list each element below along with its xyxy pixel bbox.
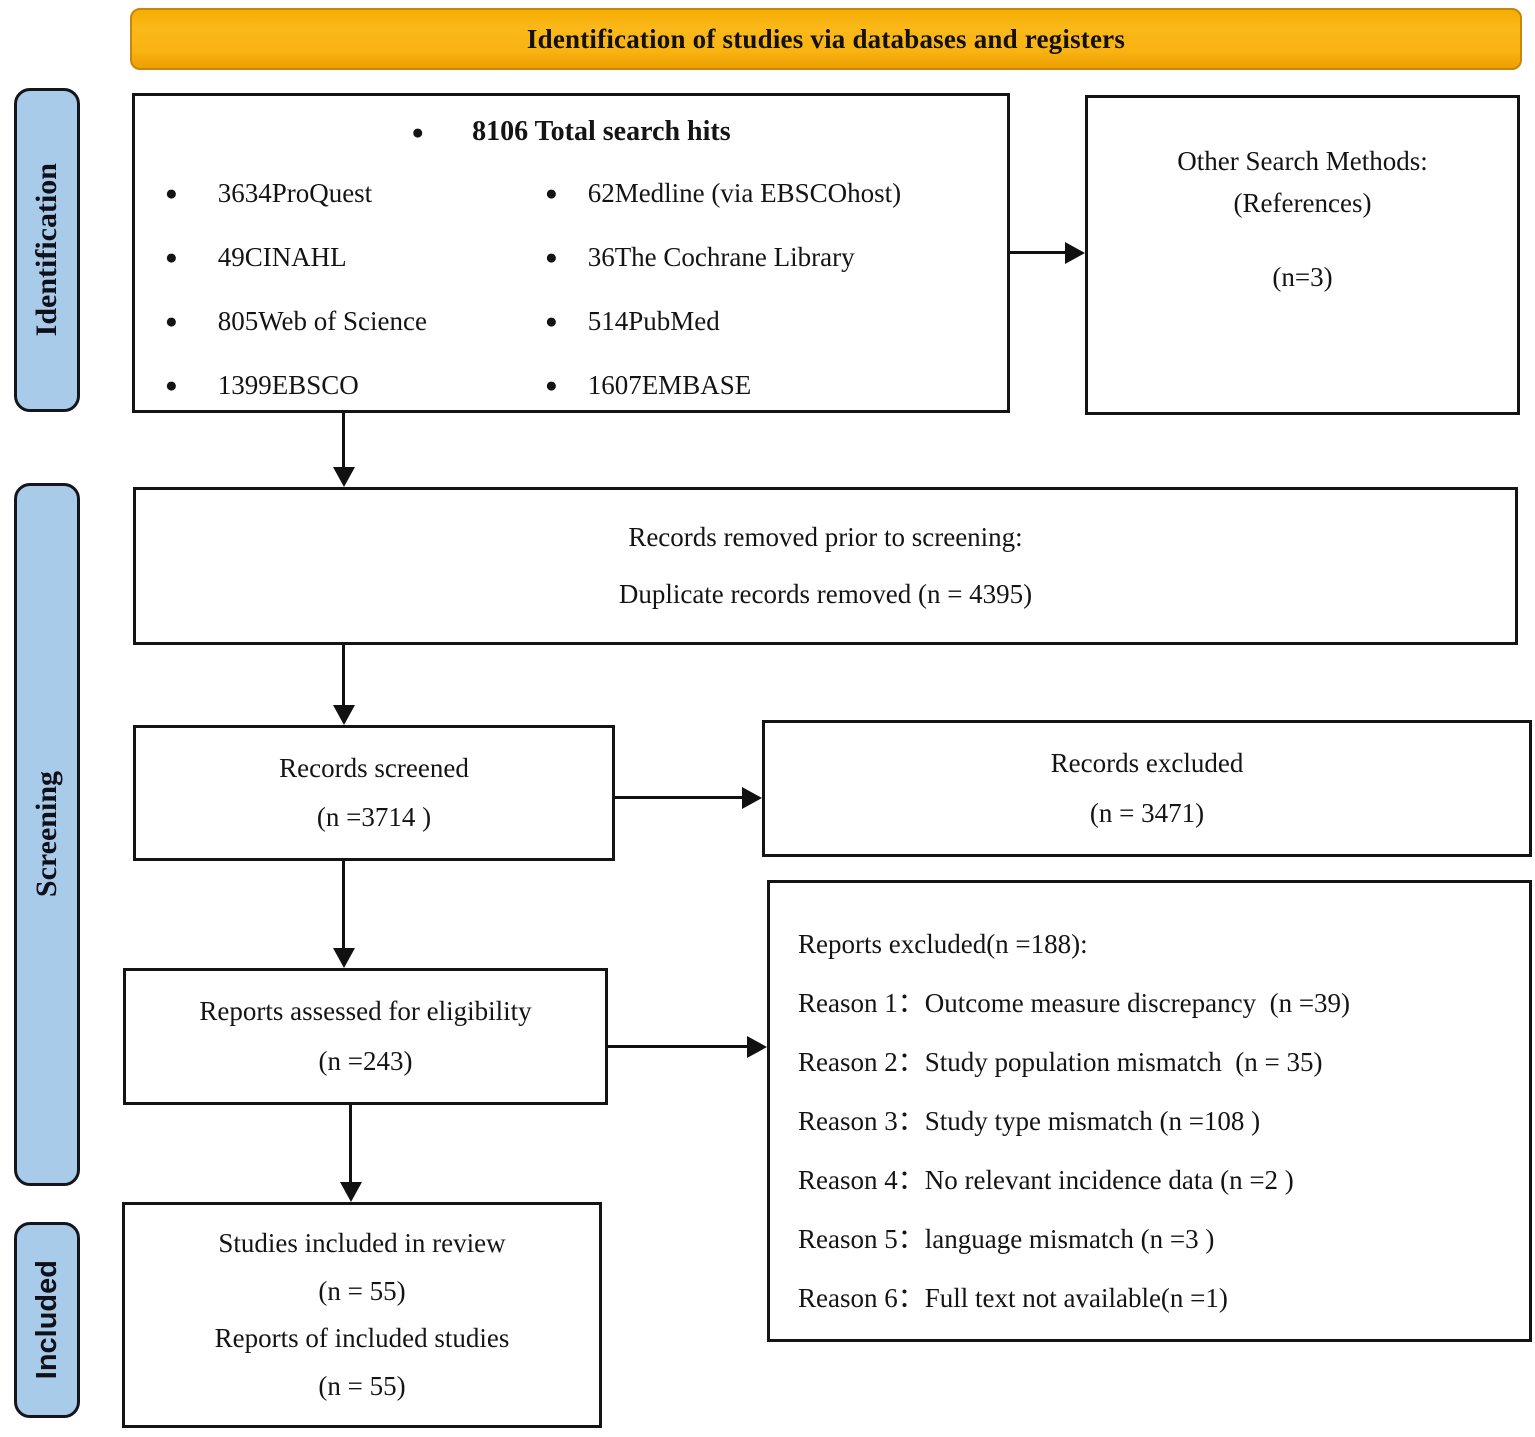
database-item-label: 36The Cochrane Library [587, 242, 855, 272]
arrow-assessed-to-reports-excluded [608, 1045, 748, 1048]
arrow-screened-to-excluded [615, 796, 743, 799]
bullet-icon: ● [545, 308, 558, 333]
exclusion-reason: Reason 5：language mismatch (n =3 ) [798, 1224, 1215, 1254]
bullet-icon: ● [165, 308, 178, 333]
reports-assessed-label: Reports assessed for eligibility [199, 996, 532, 1026]
database-item-label: 805Web of Science [217, 306, 427, 336]
arrow-databases-to-removed [342, 413, 345, 468]
records-screened-box: Records screened (n =3714 ) [133, 725, 615, 861]
reports-assessed-count: (n =243) [318, 1046, 413, 1076]
bullet-icon: ● [165, 244, 178, 269]
database-item-label: 62Medline (via EBSCOhost) [587, 178, 902, 208]
other-search-count: (n=3) [1272, 262, 1333, 292]
reports-excluded-box: Reports excluded(n =188): Reason 1：Outco… [767, 880, 1532, 1342]
arrow-removed-to-screened [342, 645, 345, 706]
records-screened-label: Records screened [279, 752, 469, 783]
bullet-icon: ● [165, 372, 178, 397]
databases-left-column: ● 3634ProQuest ● 49CINAHL ● 805Web of Sc… [165, 176, 427, 402]
databases-box: ● 8106 Total search hits ● 3634ProQuest … [132, 93, 1010, 413]
other-search-line2: (References) [1233, 188, 1372, 218]
reports-assessed-box: Reports assessed for eligibility (n =243… [123, 968, 608, 1105]
database-item-label: 3634ProQuest [217, 178, 373, 208]
banner-title: Identification of studies via databases … [130, 8, 1522, 70]
database-item: ● 514PubMed [545, 304, 901, 338]
stage-identification: Identification [14, 88, 80, 412]
records-screened-count: (n =3714 ) [316, 802, 432, 833]
databases-header-label: 8106 Total search hits [472, 116, 731, 147]
other-search-methods-box: Other Search Methods: (References) (n=3) [1085, 95, 1520, 415]
database-item: ● 3634ProQuest [165, 176, 427, 210]
bullet-icon: ● [165, 180, 178, 205]
records-excluded-label: Records excluded [1050, 748, 1244, 778]
studies-included-box: Studies included in review (n = 55) Repo… [122, 1202, 602, 1428]
databases-header-row: ● 8106 Total search hits [135, 116, 1007, 148]
exclusion-reason: Reason 3：Study type mismatch (n =108 ) [798, 1106, 1261, 1136]
stage-screening: Screening [14, 483, 80, 1186]
arrow-screened-to-assessed [342, 861, 345, 949]
database-item: ● 62Medline (via EBSCOhost) [545, 176, 901, 210]
database-item: ● 49CINAHL [165, 240, 427, 274]
arrow-databases-to-other-search [1010, 251, 1066, 254]
reports-excluded-header: Reports excluded(n =188): [798, 929, 1088, 959]
exclusion-reason: Reason 1：Outcome measure discrepancy (n … [798, 988, 1351, 1018]
stage-identification-label: Identification [30, 163, 63, 337]
records-excluded-box: Records excluded (n = 3471) [762, 720, 1532, 857]
bullet-icon: ● [545, 244, 558, 269]
other-search-line1: Other Search Methods: [1177, 146, 1428, 176]
exclusion-reason: Reason 6：Full text not available(n =1) [798, 1283, 1228, 1313]
studies-included-count: (n = 55) [318, 1275, 406, 1306]
reports-included-label: Reports of included studies [214, 1323, 510, 1354]
database-item: ● 805Web of Science [165, 304, 427, 338]
studies-included-label: Studies included in review [218, 1227, 506, 1258]
database-item-label: 1607EMBASE [587, 370, 752, 400]
database-item-label: 1399EBSCO [217, 370, 359, 400]
records-removed-line1: Records removed prior to screening: [628, 522, 1023, 552]
records-removed-line2: Duplicate records removed (n = 4395) [618, 579, 1033, 609]
databases-right-column: ● 62Medline (via EBSCOhost) ● 36The Coch… [545, 176, 901, 402]
bullet-icon: ● [411, 119, 425, 144]
bullet-icon: ● [545, 180, 558, 205]
stage-screening-label: Screening [30, 771, 63, 898]
arrow-assessed-to-included [349, 1105, 352, 1183]
reports-included-count: (n = 55) [318, 1371, 406, 1402]
records-removed-box: Records removed prior to screening: Dupl… [133, 487, 1518, 645]
bullet-icon: ● [545, 372, 558, 397]
exclusion-reason: Reason 4：No relevant incidence data (n =… [798, 1165, 1294, 1195]
exclusion-reason: Reason 2：Study population mismatch (n = … [798, 1047, 1323, 1077]
database-item: ● 1607EMBASE [545, 368, 901, 402]
database-item-label: 514PubMed [587, 306, 720, 336]
records-excluded-count: (n = 3471) [1089, 798, 1205, 828]
stage-included-label: Included [30, 1260, 63, 1380]
database-item: ● 1399EBSCO [165, 368, 427, 402]
database-item: ● 36The Cochrane Library [545, 240, 901, 274]
stage-included: Included [14, 1222, 80, 1418]
database-item-label: 49CINAHL [217, 242, 347, 272]
